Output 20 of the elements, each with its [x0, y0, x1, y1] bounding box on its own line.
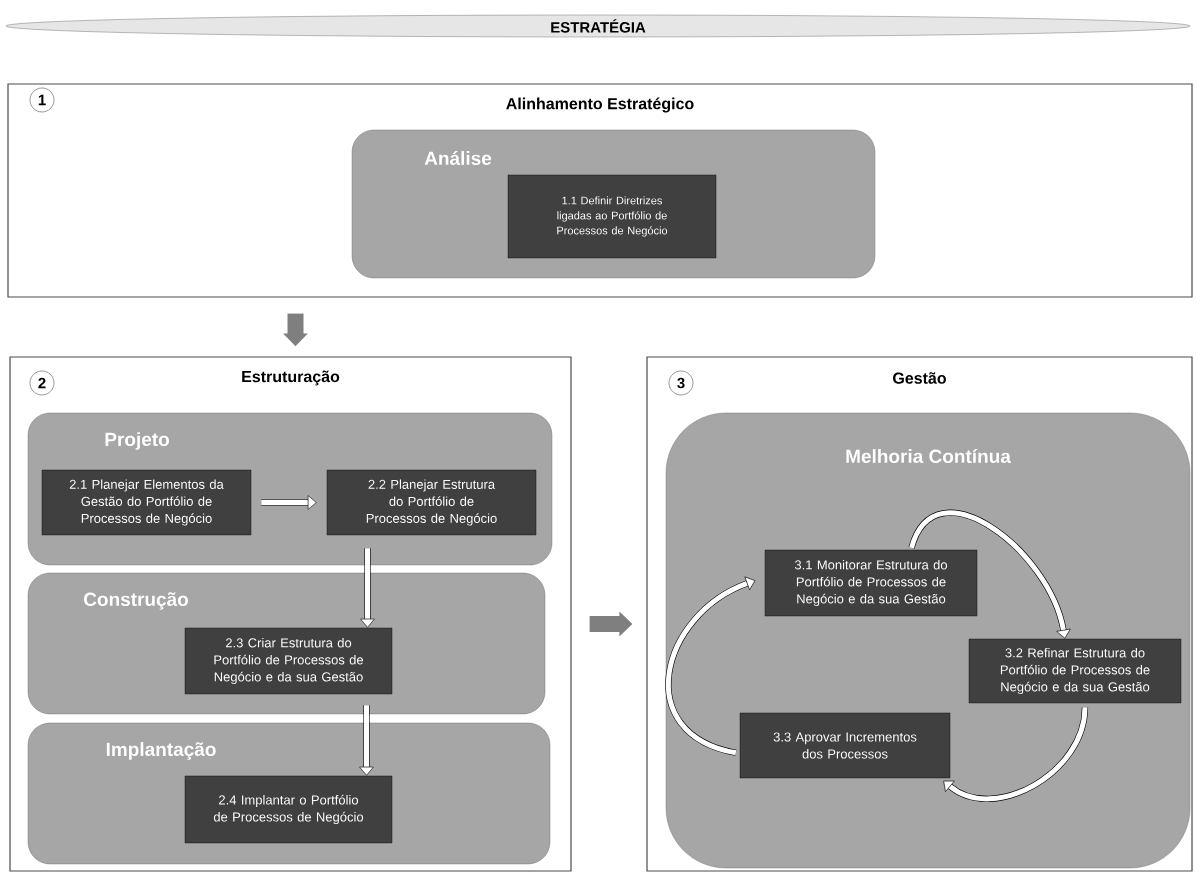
- panel-title: Estruturação: [242, 370, 340, 386]
- step-number: 2: [29, 370, 55, 396]
- task-box: 3.1 Monitorar Estrutura do Portfólio de Processos de Negócio e da sua Gestão: [764, 549, 978, 617]
- task-box: 2.4 Implantar o Portfólio de Processos de Negócio: [184, 775, 393, 844]
- task-box: 3.2 Refinar Estrutura do Portfólio de Processos de Negócio e da sua Gestão: [968, 638, 1182, 704]
- arrow: [908, 510, 1071, 639]
- arrow: [261, 495, 317, 510]
- arrow: [943, 706, 1089, 802]
- task-box: 2.1 Planejar Elementos da Gestão do Portfólio de Processos de Negócio: [41, 469, 252, 536]
- arrow: [665, 576, 756, 756]
- task-box: 1.1 Definir Diretrizes ligadas ao Portfólio de Processos de Negócio: [507, 174, 717, 259]
- arrow: [359, 705, 374, 776]
- panel-title: Alinhamento Estratégico: [506, 97, 694, 113]
- task-box: 2.2 Planejar Estrutura do Portfólio de Processos de Negócio: [326, 469, 537, 536]
- task-box: 3.3 Aprovar Incrementos dos Processos: [739, 712, 951, 779]
- step-number: 3: [668, 370, 694, 396]
- panel-title: Gestão: [893, 372, 946, 384]
- arrow: [360, 548, 375, 628]
- task-box: 2.3 Criar Estrutura do Portfólio de Processos de Negócio e da sua Gestão: [184, 627, 393, 695]
- step-number: 1: [29, 87, 55, 113]
